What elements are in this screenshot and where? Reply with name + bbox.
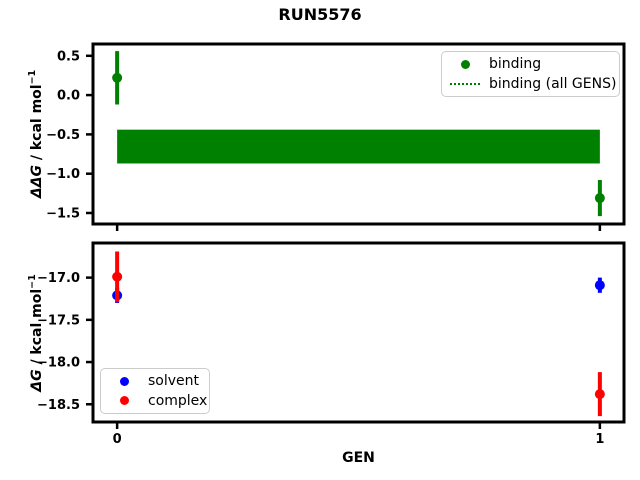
- y-tick-label: −0.5: [46, 128, 80, 143]
- legend-dotted-line-icon: [450, 82, 480, 85]
- ylabel-symbol: ΔG: [28, 369, 45, 392]
- y-tick-label: −18.5: [37, 398, 80, 413]
- subplot-1: −17.0 −17.5 −18.0 −18.5 0 1: [37, 241, 626, 447]
- legend-entry-complex: complex: [109, 391, 207, 410]
- complex-point: [594, 389, 605, 400]
- legend-entry-binding: binding: [450, 55, 611, 74]
- y-tick-label: −18.0: [37, 356, 80, 371]
- bottom-legend: solvent complex: [100, 368, 210, 414]
- top-legend: binding binding (all GENS): [441, 51, 620, 97]
- top-y-axis-label: ΔΔG / kcal mol−1: [27, 70, 45, 198]
- marker-dot-icon: [119, 376, 129, 386]
- legend-marker-icon: [450, 59, 480, 69]
- dotted-line-icon: [450, 82, 480, 85]
- subplot-0: 0.5 0.0 −0.5 −1.0 −1.5: [46, 42, 626, 231]
- axes-frame: [91, 241, 626, 424]
- legend-entry-solvent: solvent: [109, 372, 201, 391]
- y-tick-label: −1.5: [46, 206, 80, 221]
- ylabel-symbol: ΔΔG: [28, 165, 45, 199]
- legend-label: binding (all GENS): [489, 75, 617, 92]
- complex-point: [112, 271, 123, 282]
- y-tick-label: −1.0: [46, 167, 80, 182]
- legend-marker-icon: [109, 376, 139, 386]
- solvent-point: [594, 280, 605, 291]
- bottom-y-axis-label: ΔG / kcal mol−1: [27, 274, 45, 392]
- legend-entry-binding-all-gens-: binding (all GENS): [450, 74, 616, 93]
- legend-label: complex: [148, 392, 208, 409]
- legend-label: solvent: [148, 373, 200, 390]
- y-tick-label: −17.5: [37, 313, 80, 328]
- x-axis-label: GEN: [342, 450, 375, 466]
- binding-point: [112, 72, 123, 83]
- x-tick-label: 1: [595, 432, 604, 447]
- axes-frame: [91, 42, 626, 226]
- legend-marker-icon: [109, 396, 139, 406]
- marker-dot-icon: [119, 396, 129, 406]
- y-tick-label: −17.0: [37, 271, 80, 286]
- marker-dot-icon: [460, 59, 470, 69]
- legend-label: binding: [489, 56, 542, 73]
- ylabel-unit: / kcal mol: [28, 288, 45, 370]
- y-tick-label: 0.5: [57, 49, 80, 64]
- ylabel-exponent: −1: [27, 274, 39, 289]
- uncertainty-band: [117, 129, 600, 164]
- binding-point: [594, 193, 605, 204]
- ylabel-exponent: −1: [27, 69, 39, 85]
- y-tick-label: 0.0: [57, 89, 80, 104]
- ylabel-unit: / kcal mol: [28, 84, 45, 166]
- x-tick-label: 0: [113, 432, 122, 447]
- figure-title: RUN5576: [278, 5, 362, 24]
